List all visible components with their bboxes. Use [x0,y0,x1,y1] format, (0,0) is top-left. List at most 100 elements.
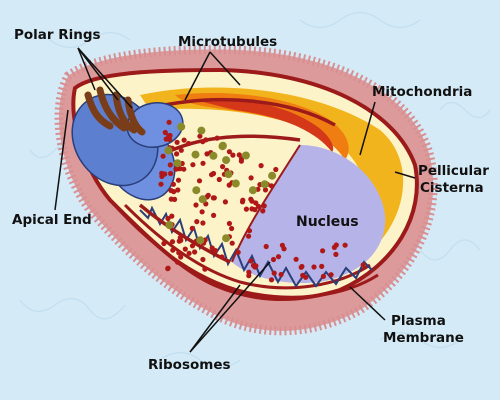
leader-ribosomes-1 [189,284,241,353]
ribosome-dot [249,206,255,212]
ribosome-dot [331,244,337,250]
ribosome-dot [278,271,284,278]
ribosome-dot [271,270,277,276]
ribosome-dot [248,258,254,264]
ribosome-dot [240,197,246,203]
ribosome-dot [168,170,174,177]
ribosome-dot [158,181,164,187]
ribosome-dot [192,249,198,255]
granule-dot [222,156,231,165]
ribosome-dot [174,259,181,265]
ribosome-dot [162,129,168,136]
ribosome-dot [178,254,184,260]
ribosome-dot [246,233,252,239]
granule-dot [241,151,250,160]
ribosome-dot [168,196,174,202]
label-pellicular-cisterna: Pellicular Cisterna [418,163,489,197]
ribosome-dot [214,135,220,141]
ribosome-dot [169,239,176,245]
ribosome-dot [243,206,249,212]
granule-dot [198,195,207,204]
granule-dot [268,171,277,180]
ribosome-dot [226,220,232,227]
ribosome-dot [169,213,175,219]
label-pellicular-line1: Pellicular [418,163,489,179]
ribosome-dot [159,170,165,176]
label-polar-rings: Polar Rings [14,27,101,43]
ribosome-dot [182,246,188,252]
granule-dot [260,180,269,189]
leader-pellicular [394,171,416,179]
granule-dot [197,126,206,135]
ribosome-dot [333,251,339,257]
leader-lines [54,47,416,353]
ribosome-dot [268,183,275,189]
ribosome-dot [248,175,254,181]
leader-apical-end [54,109,69,211]
granule-dot [231,179,240,188]
plasma-membrane-outer [108,199,379,299]
ribosome-dot [200,256,206,263]
granule-dot [191,150,200,159]
leader-mitochondria [359,101,376,156]
ribosome-dot [279,242,285,248]
pellicular-band-orange [175,92,349,160]
ribosome-dot [165,215,171,222]
ribosome-dot [222,199,228,205]
label-plasma-line1: Plasma [391,313,446,329]
granule-dot [196,236,205,245]
granule-dot [177,122,186,131]
ribosome-dot [165,266,171,272]
granule-dot [173,159,182,168]
ribosome-dot [261,203,267,209]
label-microtubules: Microtubules [178,34,278,50]
ribosome-dot [229,225,235,232]
ribosome-dot [181,137,187,143]
ribosome-dot [253,263,259,269]
ribosome-dot [230,152,236,158]
ribosome-dot [216,176,222,183]
ribosome-dot [170,181,176,187]
granule-dot [222,234,231,243]
ribosome-dot [170,247,176,253]
granule-dot [218,142,227,151]
ribosome-dot [174,151,180,157]
ribosome-dot [268,277,275,283]
leader-plasma-membrane [349,286,386,321]
ribosome-dot [161,240,167,247]
granules [164,122,277,245]
ribosome-dot [209,245,215,251]
granule-dot [164,146,173,155]
ribosome-dot [178,147,184,153]
ribosome-dot [275,254,282,260]
ribosome-dot [273,166,279,173]
ribosome-dot [176,250,182,256]
ribosome-dot [248,196,254,202]
granule-dot [165,221,174,229]
ribosome-dot [236,152,242,158]
granule-dot [209,151,218,160]
ribosome-dot [166,119,172,125]
ribosome-dot [197,133,203,139]
ribosome-dot [189,225,195,231]
ribosome-dot [194,219,200,225]
ribosome-dot [246,228,253,234]
label-pellicular-line2: Cisterna [420,180,484,196]
ribosome-dot [175,177,182,183]
ribosome-dot [229,240,235,246]
ribosome-dot [293,256,299,262]
ribosome-dot [260,208,266,214]
leader-microtubules-1 [184,51,211,101]
ribosome-dot [174,139,180,145]
ribosome-dot [175,187,181,193]
ribosome-dot [186,140,192,147]
ribosome-dot [270,256,277,263]
label-plasma-line2: Membrane [383,330,464,346]
ribosome-dot [200,160,206,166]
ribosome-dot [199,209,205,215]
label-nucleus: Nucleus [296,214,359,230]
ribosome-dot [200,220,206,226]
pellicular-band-red [195,99,334,152]
ribosome-dot [190,162,196,168]
